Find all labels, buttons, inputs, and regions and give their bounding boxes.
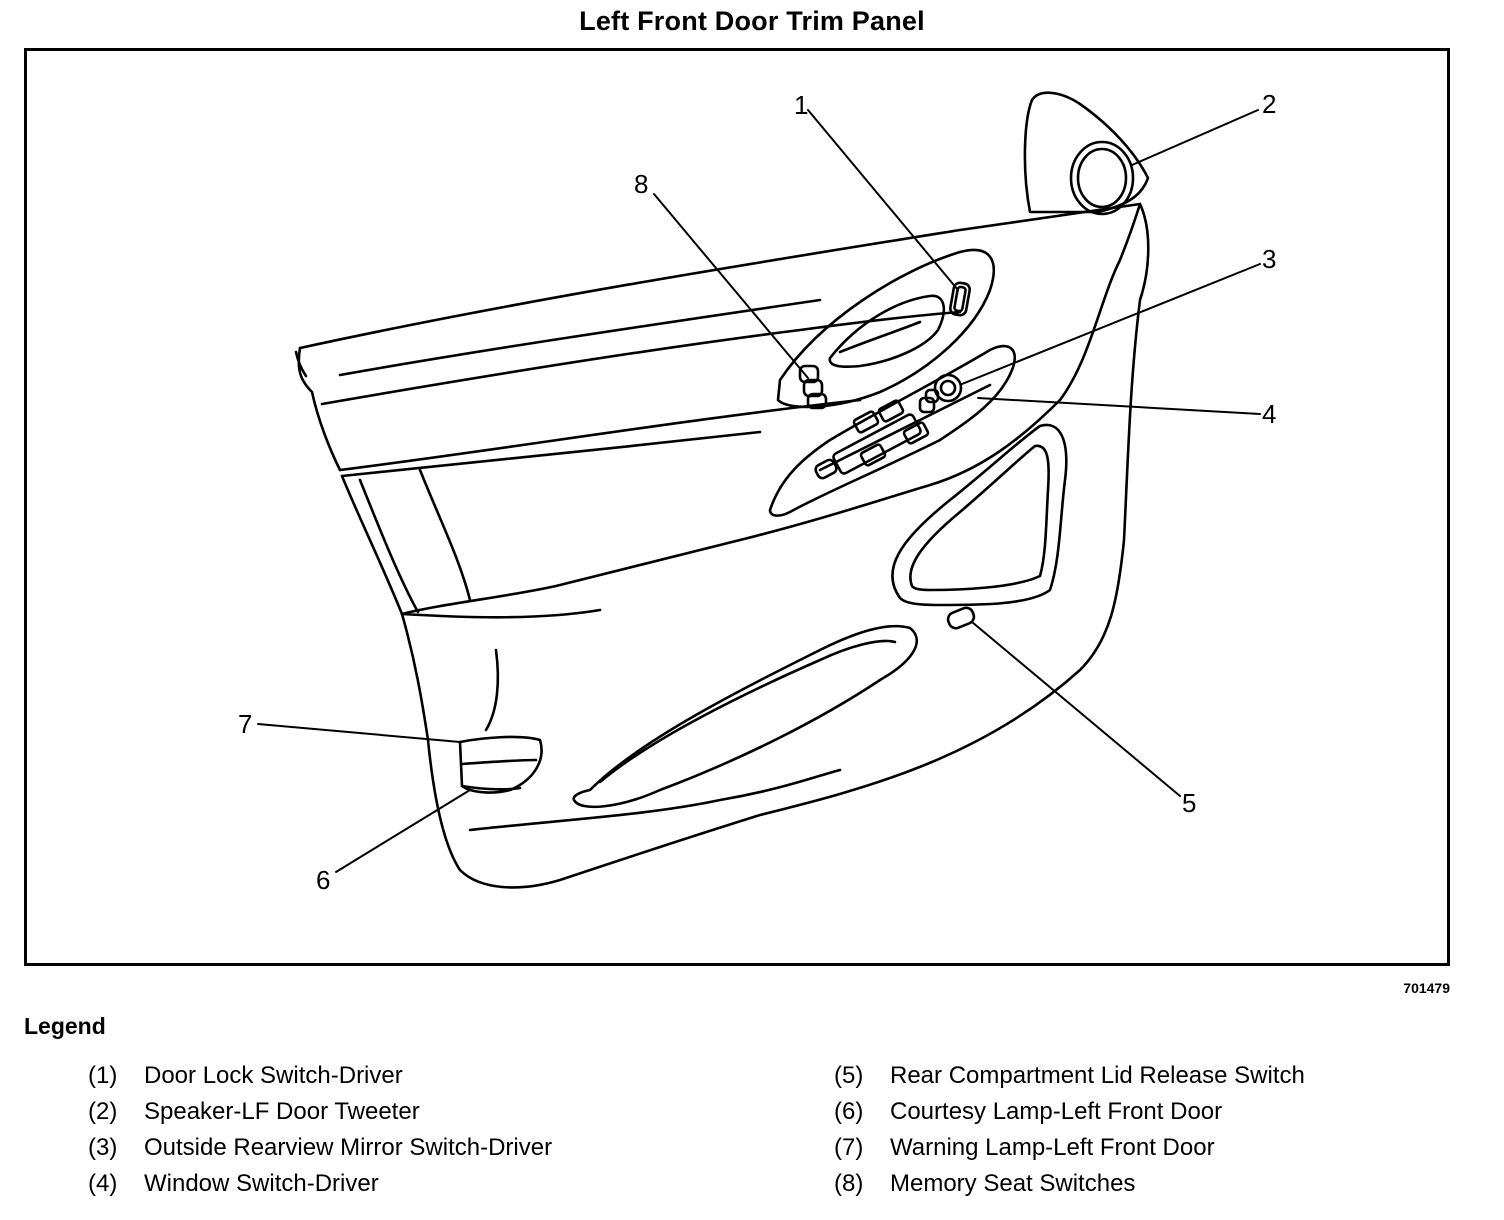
legend-label: Warning Lamp-Left Front Door [890, 1134, 1215, 1161]
legend-number: (2) [88, 1098, 118, 1125]
legend-number: (4) [88, 1170, 118, 1197]
legend-title: Legend [24, 1013, 106, 1039]
legend-number: (7) [834, 1134, 864, 1161]
callout-3: 3 [1262, 244, 1276, 274]
legend-label: Window Switch-Driver [144, 1170, 379, 1197]
callout-labels: 1 2 3 4 5 6 7 8 [238, 89, 1276, 895]
rear-compartment-switch [946, 606, 976, 630]
legend-number: (1) [88, 1062, 118, 1089]
callout-5: 5 [1182, 788, 1196, 818]
legend-item: (8) Memory Seat Switches [834, 1170, 1305, 1206]
legend-item: (2) Speaker-LF Door Tweeter [88, 1098, 552, 1134]
door-lock-switch [948, 281, 972, 317]
callout-6: 6 [316, 865, 330, 895]
diagram-frame [24, 48, 1450, 966]
legend-item: (5) Rear Compartment Lid Release Switch [834, 1062, 1305, 1098]
legend-number: (3) [88, 1134, 118, 1161]
legend-label: Rear Compartment Lid Release Switch [890, 1062, 1305, 1089]
callout-4: 4 [1262, 399, 1276, 429]
legend-item: (4) Window Switch-Driver [88, 1170, 552, 1206]
figure-id: 701479 [1403, 980, 1450, 996]
legend-label: Courtesy Lamp-Left Front Door [890, 1098, 1223, 1125]
tweeter-housing [1023, 91, 1150, 216]
diagram-title: Left Front Door Trim Panel [579, 6, 925, 36]
memory-seat-switches [798, 364, 828, 410]
switch-console [768, 344, 1017, 517]
pull-cup [891, 423, 1068, 607]
legend-item: (3) Outside Rearview Mirror Switch-Driver [88, 1134, 552, 1170]
callout-8: 8 [634, 169, 648, 199]
upper-trim-rail [294, 202, 1142, 478]
legend-number: (5) [834, 1062, 864, 1089]
legend-label: Speaker-LF Door Tweeter [144, 1098, 420, 1125]
door-handle-bezel [776, 248, 995, 409]
legend-item: (1) Door Lock Switch-Driver [88, 1062, 552, 1098]
legend-label: Outside Rearview Mirror Switch-Driver [144, 1134, 553, 1161]
legend-item: (6) Courtesy Lamp-Left Front Door [834, 1098, 1305, 1134]
legend-number: (8) [834, 1170, 864, 1197]
panel-outline [340, 202, 1150, 889]
legend-label: Door Lock Switch-Driver [144, 1062, 403, 1089]
leader-lines [257, 109, 1261, 873]
callout-1: 1 [794, 90, 808, 120]
legend-label: Memory Seat Switches [890, 1170, 1136, 1197]
legend-item: (7) Warning Lamp-Left Front Door [834, 1134, 1305, 1170]
map-pocket [572, 624, 919, 809]
callout-7: 7 [238, 709, 252, 739]
legend-column-right: (5) Rear Compartment Lid Release Switch (… [834, 1062, 1305, 1206]
legend-column-left: (1) Door Lock Switch-Driver (2) Speaker-LF… [88, 1062, 552, 1206]
legend-number: (6) [834, 1098, 864, 1125]
lamps [458, 735, 543, 794]
callout-2: 2 [1262, 89, 1276, 119]
